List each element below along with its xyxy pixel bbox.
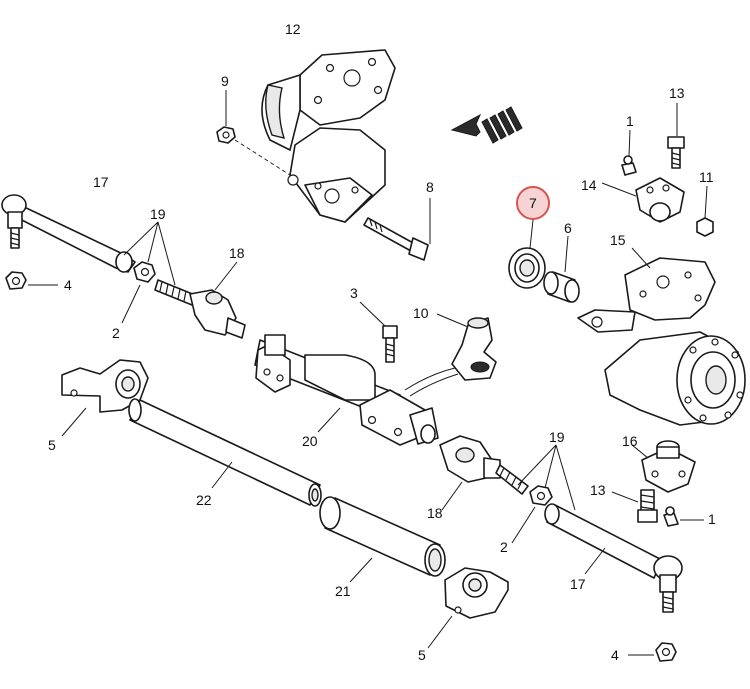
callout-5-lower[interactable]: 5 [418,647,426,663]
part-15-knuckle-right[interactable] [577,247,746,426]
callout-7[interactable]: 7 [529,195,537,211]
callout-17-upper[interactable]: 17 [93,174,109,190]
callout-19-upper[interactable]: 19 [150,206,166,222]
part-14-bracket[interactable] [601,177,685,223]
callout-5-upper[interactable]: 5 [48,437,56,453]
part-3-bolt[interactable] [359,301,398,363]
leader-19-lower [517,444,576,511]
part-20-beam[interactable] [254,334,439,446]
callout-22[interactable]: 22 [196,492,212,508]
callout-4-upper[interactable]: 4 [64,277,72,293]
leader-19-upper [123,221,176,286]
callout-17-lower[interactable]: 17 [570,576,586,592]
part-17-tie-rod-end-upper[interactable] [1,194,136,273]
part-6-bushing[interactable] [543,235,580,303]
part-5-clamp-upper[interactable] [61,359,149,437]
callout-labels: 12 9 8 17 19 18 4 2 3 10 7 6 1 13 14 11 … [48,21,716,663]
callout-2-lower[interactable]: 2 [500,539,508,555]
callout-13-upper[interactable]: 13 [669,85,685,101]
callout-10[interactable]: 10 [413,305,429,321]
part-2-nut-upper[interactable] [121,261,156,324]
part-1-nipple-upper[interactable] [621,129,637,176]
part-2-nut-lower[interactable] [511,485,553,544]
part-10-fitting[interactable] [404,313,497,397]
part-13-bolt-upper[interactable] [667,103,685,169]
callout-8[interactable]: 8 [426,179,434,195]
part-8-bolt[interactable] [363,198,431,261]
callout-14[interactable]: 14 [581,177,597,193]
part-13-bolt-lower[interactable] [611,489,658,523]
highlight-callout-7[interactable] [516,186,550,220]
part-18-adjuster-upper[interactable] [154,261,246,339]
part-5-clamp-lower[interactable] [427,567,509,649]
part-4-nut-upper[interactable] [5,271,58,290]
callout-13-lower[interactable]: 13 [590,482,606,498]
part-9-nut[interactable] [216,90,236,144]
callout-11[interactable]: 11 [699,169,714,185]
part-11-nut[interactable] [696,185,714,237]
callout-18-lower[interactable]: 18 [427,505,443,521]
part-4-nut-lower[interactable] [628,642,677,662]
front-direction-arrow [450,106,523,144]
callout-12[interactable]: 12 [285,21,301,37]
part-1-nipple-lower[interactable] [663,506,704,527]
callout-21[interactable]: 21 [335,583,351,599]
callout-3[interactable]: 3 [350,285,358,301]
callout-15[interactable]: 15 [610,232,626,248]
callout-16[interactable]: 16 [622,433,638,449]
callout-9[interactable]: 9 [221,73,229,89]
callout-20[interactable]: 20 [302,433,318,449]
part-16-bracket[interactable] [631,440,696,493]
callout-1-lower[interactable]: 1 [708,511,716,527]
part-17-tie-rod-end-lower[interactable] [544,503,683,613]
part-12-knuckle[interactable] [261,49,396,223]
callout-2-upper[interactable]: 2 [112,325,120,341]
part-7-bearing[interactable] [508,219,546,289]
callout-18-upper[interactable]: 18 [229,245,245,261]
callout-19-lower[interactable]: 19 [549,429,565,445]
callout-4-lower[interactable]: 4 [611,647,619,663]
part-21-sleeve[interactable] [319,496,446,583]
part-18-adjuster-lower[interactable] [439,435,529,511]
callout-6[interactable]: 6 [564,220,572,236]
callout-1-upper[interactable]: 1 [626,113,634,129]
part-22-tube[interactable] [128,398,322,507]
